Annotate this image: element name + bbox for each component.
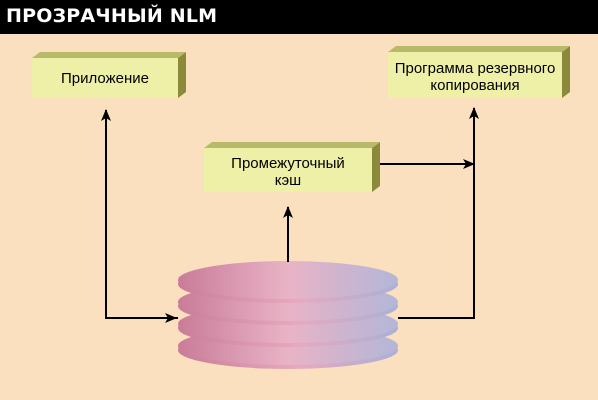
application-label: Приложение: [61, 70, 149, 87]
diagram-title: ПРОЗРАЧНЫЙ NLM: [6, 5, 218, 27]
cache-label-line2: кэш: [275, 172, 301, 189]
disk-stack: [178, 261, 398, 369]
arrow-disk-to-application: [101, 109, 178, 319]
cache-box: Промежуточный кэш: [204, 142, 380, 192]
title-bar: ПРОЗРАЧНЫЙ NLM: [0, 0, 598, 34]
cache-label-line1: Промежуточный: [231, 155, 345, 172]
backup-label-line2: копирования: [430, 77, 519, 94]
arrow-disk-to-backup: [398, 107, 479, 319]
backup-label-line1: Программа резервного: [395, 60, 556, 77]
application-box: Приложение: [32, 52, 186, 98]
backup-box: Программа резервного копирования: [388, 46, 570, 98]
